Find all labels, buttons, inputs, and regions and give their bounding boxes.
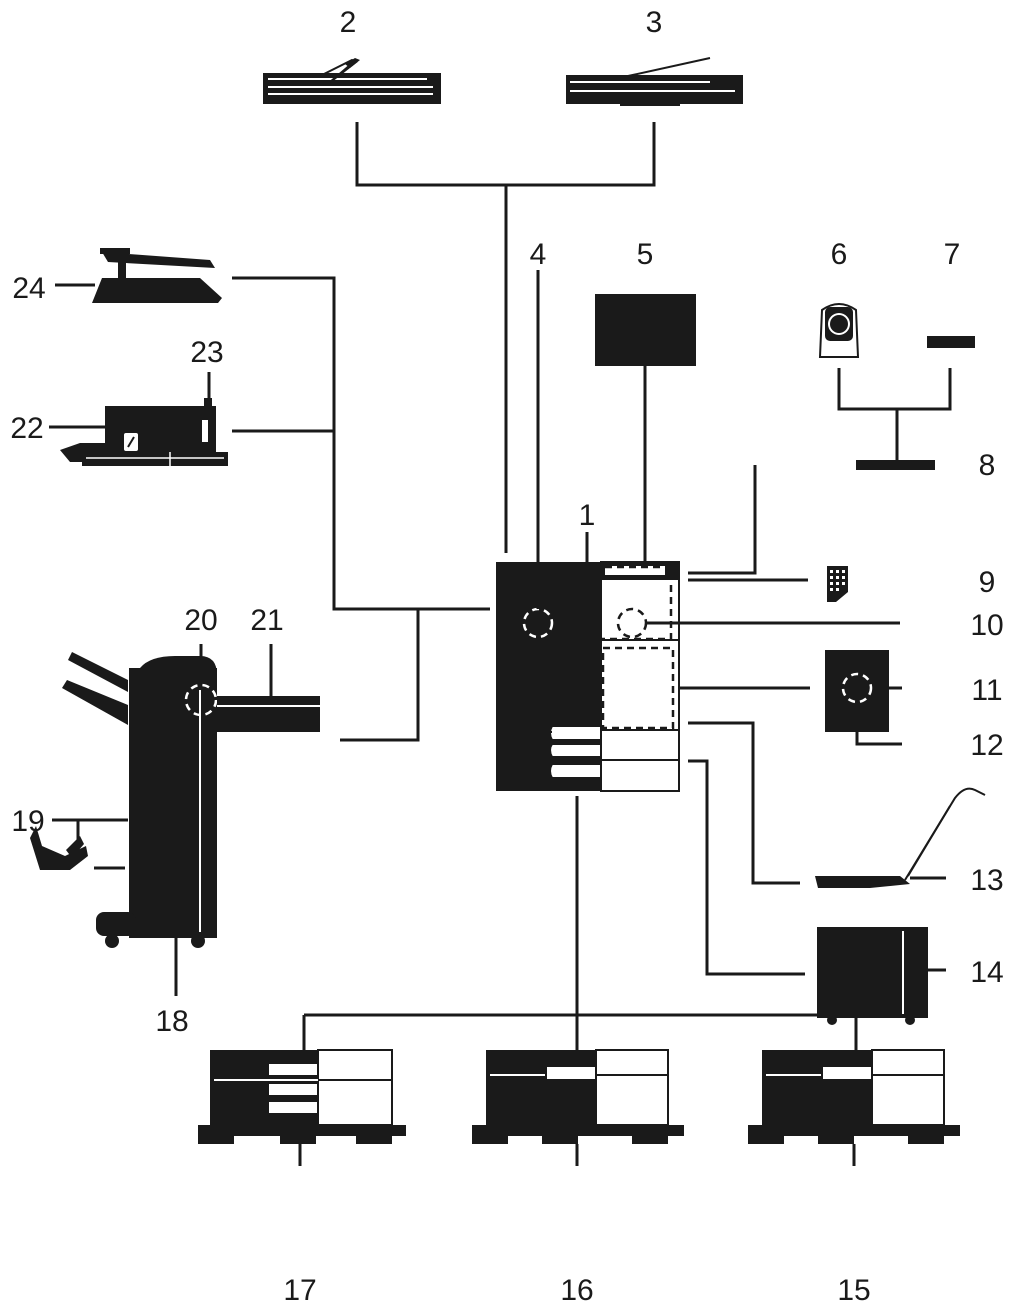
callout-9: 9 <box>979 566 996 599</box>
callout-11: 11 <box>971 674 1002 707</box>
callout-numbers: 2 3 4 5 6 7 8 1 9 10 11 12 13 14 15 16 1… <box>10 6 1003 1307</box>
reverse-auto-document-feeder <box>566 57 743 106</box>
callout-14: 14 <box>970 956 1003 989</box>
callout-2: 2 <box>340 6 357 39</box>
leader-12 <box>855 702 902 746</box>
callout-20: 20 <box>184 604 217 637</box>
authentication-unit-biometric <box>818 303 860 358</box>
callout-24: 24 <box>12 272 45 305</box>
callout-13: 13 <box>970 864 1003 897</box>
duplex-auto-document-feeder <box>263 58 441 104</box>
mount-kit <box>856 460 935 470</box>
callout-22: 22 <box>10 412 43 445</box>
job-separator <box>92 248 222 303</box>
large-capacity-unit <box>817 927 928 1025</box>
callout-23: 23 <box>190 336 223 369</box>
callout-1: 1 <box>579 499 596 532</box>
callout-17: 17 <box>283 1274 316 1307</box>
authentication-unit-ic-card <box>927 336 975 348</box>
callout-7: 7 <box>944 238 961 271</box>
callout-12: 12 <box>970 729 1003 762</box>
paper-feed-cabinet-15 <box>748 1049 960 1144</box>
finisher-floor <box>30 652 320 948</box>
callout-6: 6 <box>831 238 848 271</box>
paper-feed-cabinet-16 <box>472 1049 684 1144</box>
callout-8: 8 <box>979 449 996 482</box>
callout-4: 4 <box>530 238 547 271</box>
callout-3: 3 <box>646 6 663 39</box>
callout-19: 19 <box>11 805 44 838</box>
callout-16: 16 <box>560 1274 593 1307</box>
local-interface-stand <box>815 787 986 888</box>
working-table <box>595 294 696 366</box>
callout-15: 15 <box>837 1274 870 1307</box>
callout-18: 18 <box>155 1005 188 1038</box>
connector-lines <box>94 122 952 1050</box>
callout-21: 21 <box>250 604 283 637</box>
paper-feed-cabinet-17 <box>198 1049 406 1144</box>
main-unit <box>496 561 680 792</box>
keypad <box>827 566 848 602</box>
callout-5: 5 <box>637 238 654 271</box>
finisher-fs <box>60 398 228 466</box>
callout-10: 10 <box>970 609 1003 642</box>
